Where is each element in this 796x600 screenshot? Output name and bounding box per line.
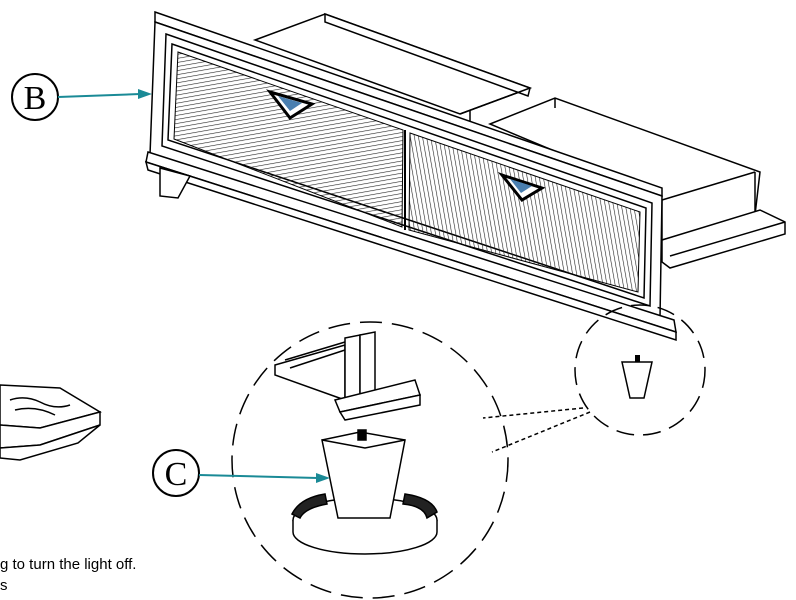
detail-circle-small: [574, 304, 706, 436]
diamond-ornament-right: [497, 172, 546, 202]
callout-b: B: [11, 73, 152, 121]
arrowhead-b: [138, 89, 152, 99]
callout-b-label: B: [24, 80, 47, 117]
instruction-text-line-2: s: [0, 577, 8, 594]
detail-circle-large: [231, 321, 509, 599]
drawer-box-left: [252, 12, 533, 130]
callout-c-label: C: [165, 456, 188, 493]
diamond-ornament-left: [266, 89, 316, 121]
leader-dash-1: [482, 407, 584, 419]
callout-c: C: [152, 449, 330, 497]
packaging-fragment: [0, 384, 102, 461]
leader-arrow-c: [198, 474, 319, 479]
leg-left: [159, 167, 192, 199]
arrowhead-c: [316, 473, 330, 483]
leader-dash-2: [491, 411, 591, 453]
instruction-text-line-1: g to turn the light off.: [0, 556, 137, 573]
leader-arrow-b: [57, 93, 141, 98]
bed-base-rail: [661, 209, 786, 269]
